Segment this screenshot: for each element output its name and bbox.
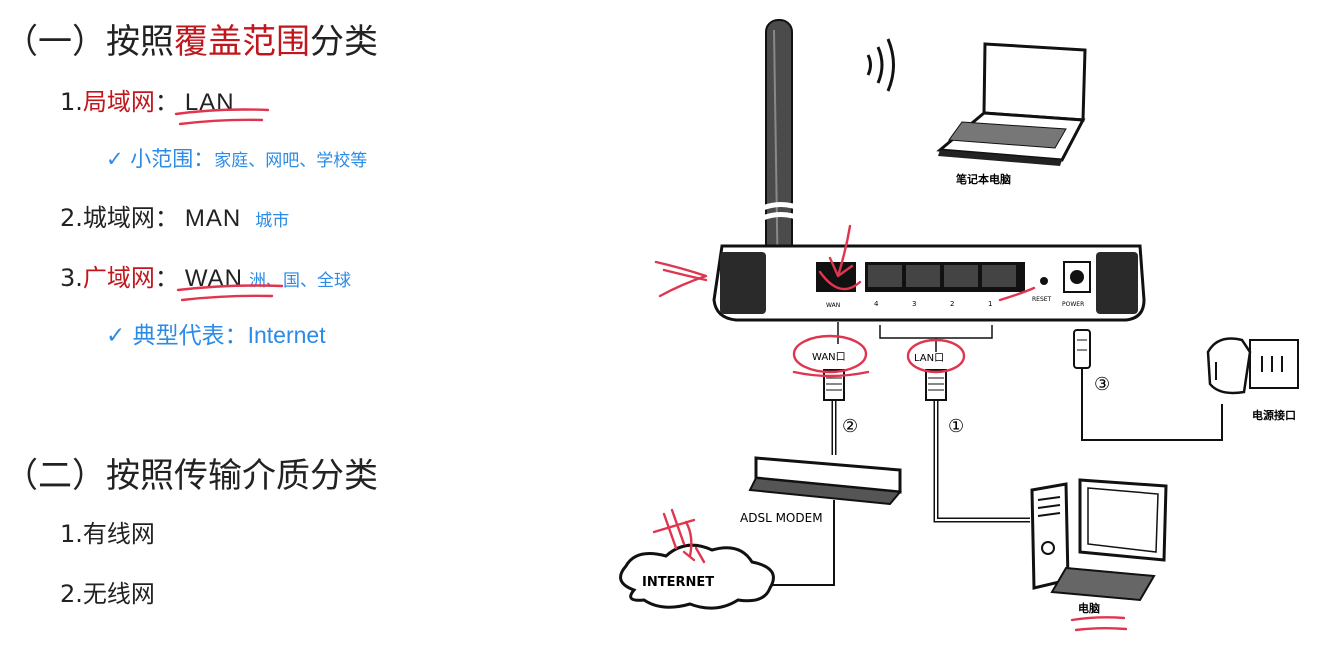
- internet-cloud-icon: [619, 543, 775, 610]
- heading-suffix: 分类: [310, 22, 378, 62]
- wan-plug-icon: [823, 369, 845, 401]
- item-abbr: MAN: [184, 205, 242, 232]
- adsl-modem-icon: [748, 456, 902, 506]
- lan-plug-icon: [925, 369, 947, 401]
- lan-sub-label: ✓ 小范围：: [106, 147, 215, 171]
- desktop-computer-icon: [1030, 478, 1168, 602]
- section1-heading: （一）按照覆盖范围分类: [4, 14, 378, 63]
- item-wireless: 2.无线网: [60, 580, 155, 608]
- port-label-1: 1: [988, 300, 992, 308]
- lan-port-tag: LAN口: [914, 353, 944, 364]
- handwritten-annotations: [652, 224, 1128, 632]
- heading-prefix: （一）按照: [4, 22, 174, 62]
- marker-2: ②: [842, 416, 858, 437]
- port-label-reset: RESET: [1032, 296, 1052, 303]
- power-plug-icon: [1073, 329, 1091, 369]
- port-label-wan: WAN: [826, 302, 840, 309]
- heading-highlight: 覆盖范围: [174, 22, 310, 62]
- power-adapter-icon: [1206, 337, 1299, 395]
- laptop-icon: [936, 42, 1087, 166]
- item-wired: 1.有线网: [60, 520, 155, 548]
- item-num: 3.: [60, 264, 83, 292]
- router-icon: [712, 244, 1146, 322]
- lan-sub: ✓ 小范围：家庭、网吧、学校等: [106, 143, 367, 173]
- wan-sub-label: ✓ 典型代表：: [106, 323, 248, 349]
- port-label-3: 3: [912, 300, 916, 308]
- item-colon: ：: [154, 264, 179, 292]
- wan-sub: ✓ 典型代表：Internet: [106, 316, 326, 350]
- power-label: 电源接口: [1252, 408, 1296, 422]
- wan-sub-detail: Internet: [247, 322, 326, 348]
- item-name: 广域网: [82, 264, 155, 292]
- wan-port-tag: WAN口: [812, 352, 846, 363]
- item-colon: ：: [154, 88, 179, 116]
- marker-1: ①: [948, 416, 964, 437]
- item-num: 1.: [60, 88, 83, 116]
- wifi-signal-icon: [866, 38, 895, 92]
- item-name: 局域网: [82, 88, 155, 116]
- network-diagram: 笔记本电脑 WAN 4 3 2 1 RESET POWER WAN口 LAN口: [619, 19, 1299, 632]
- lan-sub-detail: 家庭、网吧、学校等: [214, 151, 368, 171]
- item-colon: ：: [154, 204, 179, 232]
- internet-label: INTERNET: [642, 575, 714, 590]
- port-label-power: POWER: [1062, 301, 1084, 308]
- port-label-4: 4: [874, 300, 879, 308]
- item-note: 城市: [255, 211, 290, 231]
- antenna-icon: [752, 19, 806, 306]
- handwritten-underlines: [174, 108, 284, 302]
- port-label-2: 2: [950, 300, 954, 308]
- item-man: 2.城域网：MAN 城市: [60, 198, 289, 233]
- modem-label: ADSL MODEM: [740, 511, 823, 525]
- item-num: 2.: [60, 204, 83, 232]
- laptop-label: 笔记本电脑: [956, 172, 1011, 186]
- pc-label: 电脑: [1078, 601, 1100, 615]
- section2-heading: （二）按照传输介质分类: [4, 456, 378, 496]
- item-name: 城域网: [82, 204, 155, 232]
- marker-3: ③: [1094, 374, 1110, 395]
